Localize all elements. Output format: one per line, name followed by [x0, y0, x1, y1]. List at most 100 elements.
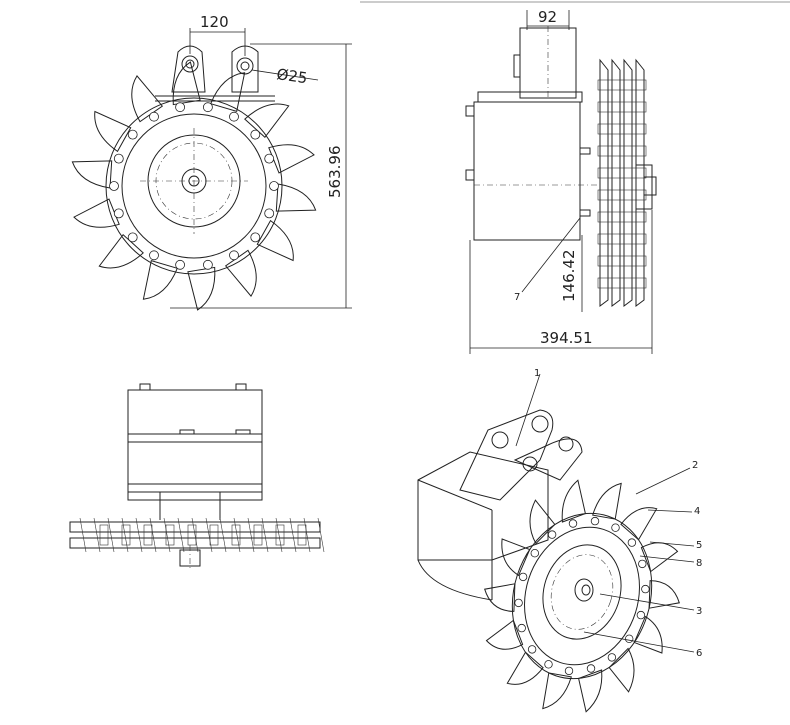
top-blade-tine — [177, 517, 185, 553]
iso-chain-bolt — [607, 653, 617, 662]
iso-bracket-2 — [513, 438, 583, 481]
top-blade-tine — [275, 517, 283, 553]
side-view: 92 146.42 7 394.51 — [465, 8, 657, 354]
front-tooth — [275, 183, 317, 212]
side-chain-link — [597, 101, 647, 113]
iso-chain-bolt — [625, 634, 634, 643]
iso-tooth — [529, 499, 556, 545]
iso-chain-bolt — [564, 666, 574, 676]
iso-tooth — [485, 619, 524, 650]
front-tooth — [256, 219, 294, 262]
iso-tooth — [501, 538, 531, 577]
front-chain-bolt — [175, 102, 186, 113]
top-plate-upper — [127, 433, 263, 443]
iso-shaft — [581, 584, 591, 596]
callout-1-leader — [515, 373, 541, 447]
side-blade — [611, 58, 621, 307]
front-tooth — [131, 75, 164, 123]
front-chain-bolt — [264, 208, 275, 219]
front-teeth — [71, 61, 317, 311]
dim-92-text: 92 — [538, 8, 557, 26]
front-chain-bolt — [250, 129, 261, 140]
top-blade-tine — [121, 517, 129, 553]
side-shaft-end — [643, 176, 657, 196]
top-blade-tine — [191, 517, 199, 553]
top-blade-tine — [219, 517, 227, 553]
callout-1-text: 1 — [534, 368, 540, 379]
callout-5-text: 5 — [696, 540, 702, 551]
front-chain-bolt — [264, 153, 275, 164]
top-blade-tine — [163, 517, 171, 553]
iso-tooth — [633, 615, 663, 654]
callout-7-text: 7 — [514, 292, 520, 303]
top-blade-tine — [303, 517, 311, 553]
left-pin-inner — [185, 59, 195, 69]
motor-housing — [473, 101, 581, 241]
iso-chain-bolt — [636, 610, 646, 620]
top-blades — [69, 517, 325, 553]
dim-width-text: 394.51 — [540, 329, 593, 347]
side-bracket-pin — [513, 54, 521, 78]
dim-120-text: 120 — [200, 13, 229, 31]
callout-4-text: 4 — [694, 506, 700, 517]
front-chain-bolt — [149, 250, 159, 261]
dim-dia-text: Ø25 — [275, 65, 308, 87]
callout-6-text: 6 — [696, 648, 702, 659]
chain-ring-inner — [121, 113, 267, 259]
right-pin-inner — [240, 61, 250, 71]
callout-5-leader — [649, 541, 695, 547]
top-chain-link — [275, 524, 285, 546]
callout-8-text: 8 — [696, 558, 702, 569]
top-blade-tine — [107, 517, 115, 553]
top-chain-link — [253, 524, 263, 546]
front-chain-bolt — [127, 232, 138, 243]
iso-tooth — [484, 583, 516, 612]
top-chain-link — [209, 524, 219, 546]
top-blade-row-upper — [69, 521, 321, 533]
callout-4-leader — [647, 509, 693, 513]
top-plate-pin-a — [179, 429, 195, 435]
iso-chain-bolt — [544, 660, 553, 669]
callout-6-leader — [583, 631, 695, 653]
iso-chain-bolt — [514, 598, 523, 608]
front-tooth — [94, 110, 132, 153]
top-blade-tine — [317, 517, 325, 553]
iso-chain-bolt — [530, 549, 539, 558]
iso-hub-pitch — [550, 554, 614, 630]
iso-shaft-boss — [574, 578, 594, 602]
iso-tooth — [620, 507, 658, 541]
front-tooth — [71, 160, 113, 189]
front-tooth — [244, 103, 290, 139]
iso-chain-bolt — [518, 572, 528, 582]
top-housing — [127, 389, 263, 501]
side-chain-link — [597, 189, 647, 201]
housing-tab-top — [465, 105, 475, 117]
side-chain-link — [597, 145, 647, 157]
side-blade — [599, 58, 609, 307]
front-chain-bolt — [127, 129, 138, 140]
top-blade-tine — [135, 517, 143, 553]
top-plate-lower — [127, 483, 263, 493]
top-chain-link — [143, 524, 153, 546]
front-chain-bolt — [113, 153, 124, 164]
callout-8-leader — [639, 555, 695, 563]
side-chain-link — [597, 79, 647, 91]
side-hub — [635, 164, 653, 210]
right-lug — [231, 45, 259, 93]
iso-housing-bottom — [417, 559, 493, 601]
left-lug — [171, 45, 206, 93]
top-blade-tine — [247, 517, 255, 553]
iso-tooth — [592, 482, 622, 520]
top-blade-tine — [261, 517, 269, 553]
callout-3-leader — [599, 593, 695, 611]
iso-chain-bolt — [527, 645, 537, 654]
callout-3-text: 3 — [696, 606, 702, 617]
left-pin-outer — [181, 55, 199, 73]
iso-chain-bolts — [514, 516, 650, 676]
top-chain-link — [99, 524, 109, 546]
callout-7-leader — [521, 217, 581, 293]
side-chain-link — [597, 255, 647, 267]
isometric-view: 1 2 4 5 8 3 6 — [417, 368, 702, 713]
iso-tooth — [648, 580, 680, 609]
front-tooth — [268, 144, 315, 174]
